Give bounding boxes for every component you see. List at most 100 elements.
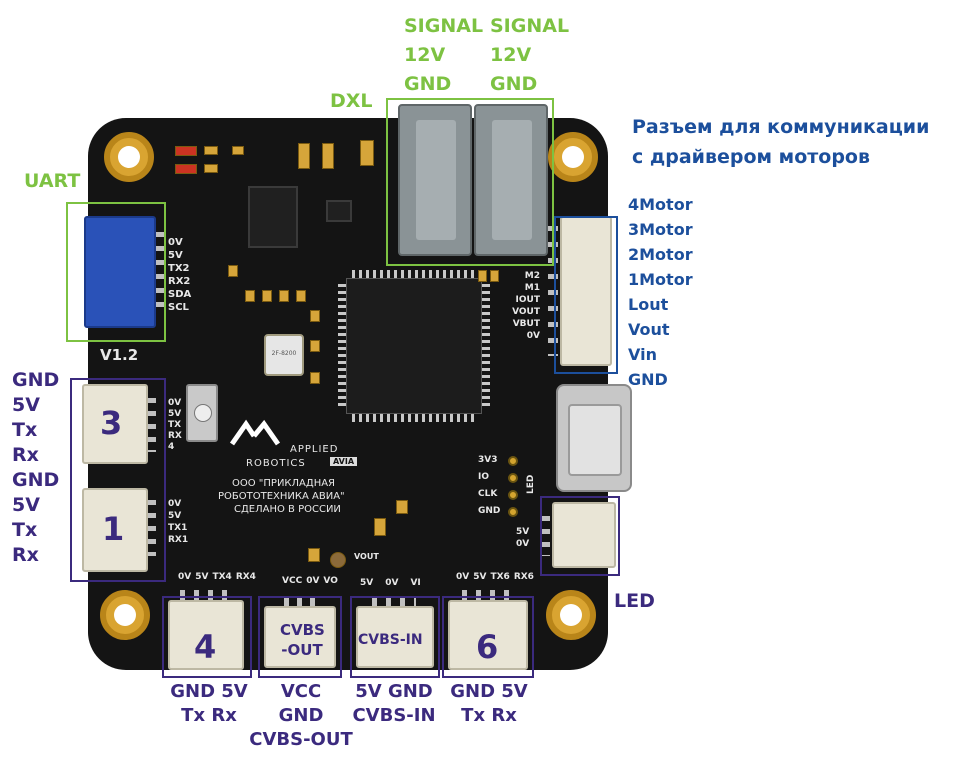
led-silk: 5V 0V	[516, 527, 530, 549]
cvbs-out-highlight-box	[258, 596, 342, 678]
transistor	[326, 200, 352, 222]
resistor-red-1	[175, 146, 197, 156]
led-pins	[540, 516, 550, 556]
capacitor-6	[360, 140, 374, 166]
mcu-chip	[338, 270, 490, 422]
capacitor-1	[204, 146, 218, 155]
uart-connector[interactable]	[84, 216, 156, 328]
motor-driver-heading-2: с драйвером моторов	[632, 146, 870, 168]
cvbs-in-pins	[372, 596, 416, 606]
uart-pins	[156, 232, 164, 316]
port-4-bottom-label: GND 5V Tx Rx	[170, 681, 248, 726]
port-4-connector[interactable]	[168, 600, 244, 670]
capacitor-5	[322, 143, 334, 169]
motor-driver-pins	[548, 226, 558, 356]
cap-row-a7	[310, 340, 320, 352]
port-4-highlight-box	[162, 596, 252, 678]
led-highlight-box	[540, 496, 620, 576]
uart-highlight-box	[66, 202, 166, 342]
cvbs-out-pins	[284, 596, 320, 606]
brand-line-1: APPLIED	[290, 444, 339, 455]
signal-left-label: SIGNAL 12V GND	[404, 15, 484, 95]
company-line-1: ООО "ПРИКЛАДНАЯ	[232, 478, 336, 489]
cap-bottom-2	[396, 500, 408, 514]
led-label: LED	[614, 590, 655, 612]
version-mark: V1.2	[100, 346, 139, 364]
left-ports-highlight-box	[70, 378, 166, 582]
port-6-bottom-label: GND 5V Tx Rx	[450, 681, 528, 726]
company-line-3: СДЕЛАНО В РОССИИ	[234, 504, 341, 515]
debug-pad-3v3	[508, 456, 518, 466]
brand-tag: AVIA	[330, 457, 358, 466]
port-6-number: 6	[476, 628, 499, 666]
port-4-number: 4	[194, 628, 217, 666]
micro-usb-port[interactable]	[556, 384, 632, 492]
dxl-highlight-box	[386, 98, 554, 266]
capacitor-2	[204, 164, 218, 173]
debug-silk: 3V3 IO CLK GND	[478, 455, 501, 516]
cvbs-out-connector[interactable]	[264, 606, 336, 668]
motor-silk: M2 M1 IOUT VOUT VBUT 0V	[512, 271, 540, 341]
cap-bottom-4	[330, 552, 346, 568]
debug-pad-clk	[508, 490, 518, 500]
port-6-connector[interactable]	[448, 600, 528, 670]
cap-bottom-3	[308, 548, 320, 562]
crystal-oscillator: 2F-8200	[264, 334, 304, 376]
capacitor-3	[232, 146, 244, 155]
applied-robotics-logo-icon	[229, 419, 281, 446]
cap-row-a8	[310, 372, 320, 384]
port-1-silk: 0V 5V TX1 RX1	[168, 499, 189, 545]
push-button[interactable]	[186, 384, 218, 442]
port-1-number: 1	[102, 510, 125, 548]
debug-pad-io	[508, 473, 518, 483]
port-6-highlight-box	[442, 596, 534, 678]
crystal-label: 2F-8200	[271, 350, 297, 357]
cap-row-a4	[279, 290, 289, 302]
cap-motor-2	[490, 270, 499, 282]
motor-driver-highlight-box	[554, 216, 618, 374]
dxl-right-slot	[492, 120, 532, 240]
cap-row-a3	[262, 290, 272, 302]
brand-line-2: ROBOTICS	[246, 458, 306, 469]
port-3-number: 3	[100, 404, 123, 442]
cvbs-out-bottom-label: VCC GND CVBS-OUT	[249, 681, 353, 750]
motor-pin-labels: 4Motor 3Motor 2Motor 1Motor Lout Vout Vi…	[628, 195, 693, 389]
cvbs-in-inner-label: CVBS-IN	[358, 632, 423, 648]
motor-driver-heading-1: Разъем для коммуникации	[632, 116, 930, 138]
cap-row-a1	[228, 265, 238, 277]
cap-row-a5	[296, 290, 306, 302]
soic-chip	[248, 186, 298, 248]
cvbs-in-bottom-label: 5V GND CVBS-IN	[352, 681, 436, 726]
company-line-2: РОБОТОТЕХНИКА АВИА"	[218, 491, 345, 502]
cvbs-in-connector[interactable]	[356, 606, 434, 668]
signal-right-label: SIGNAL 12V GND	[490, 15, 570, 95]
cap-motor-1	[478, 270, 487, 282]
resistor-red-2	[175, 164, 197, 174]
port-1-connector[interactable]	[82, 488, 148, 572]
cap-bottom-1	[374, 518, 386, 536]
dxl-label: DXL	[330, 90, 373, 112]
port-4-pins	[180, 590, 234, 600]
cvbs-in-highlight-box	[350, 596, 440, 678]
port-1-pins	[148, 500, 156, 556]
port-3-pins	[148, 398, 156, 452]
led-connector[interactable]	[552, 502, 616, 568]
port-6-pins	[462, 590, 516, 600]
cvbs-out-inner-label: CVBS -OUT	[280, 621, 325, 659]
port-3-connector[interactable]	[82, 384, 148, 464]
left-pin-labels: GND 5V Tx Rx GND 5V Tx Rx	[12, 369, 60, 566]
uart-silk-labels: 0V 5V TX2 RX2 SDA SCL	[168, 237, 192, 313]
mounting-hole-top-right	[548, 132, 598, 182]
dxl-left-slot	[416, 120, 456, 240]
cap-row-a2	[245, 290, 255, 302]
port-3-silk: 0V 5V TX RX 4	[168, 398, 182, 452]
led-side-silk: LED	[526, 474, 536, 494]
vout-silk: VOUT	[354, 552, 379, 561]
mounting-hole-top-left	[104, 132, 154, 182]
cap-row-a6	[310, 310, 320, 322]
mounting-hole-bottom-left	[100, 590, 150, 640]
